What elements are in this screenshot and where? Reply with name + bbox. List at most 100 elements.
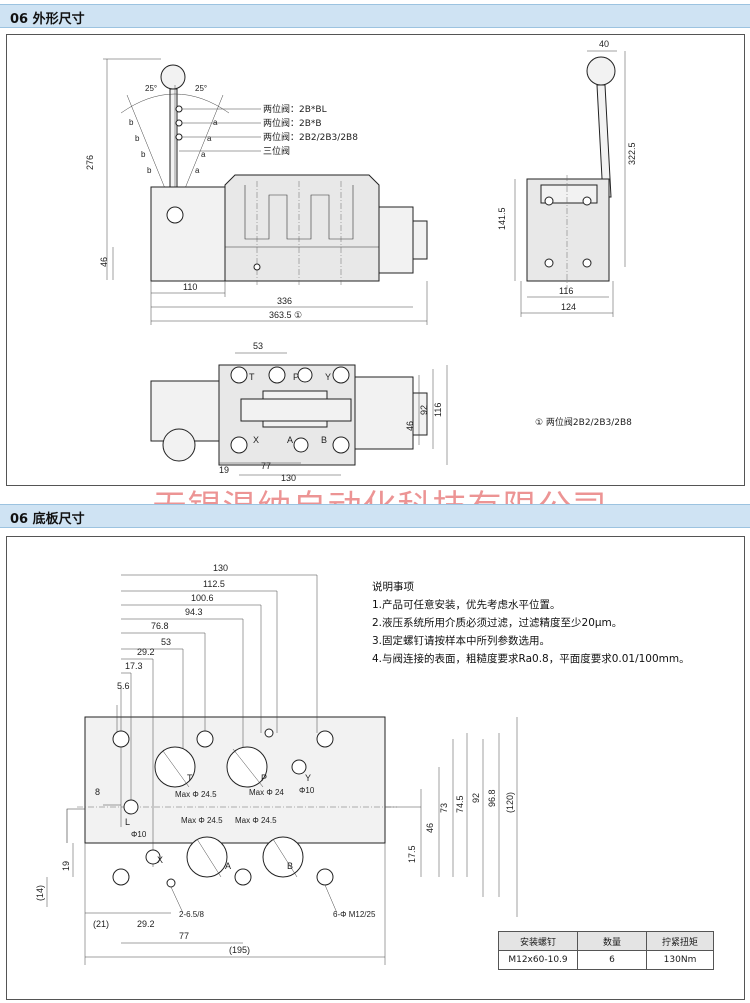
label-holes-6: 6-Φ M12/25 <box>333 910 376 919</box>
dim-top-1125: 112.5 <box>203 579 225 589</box>
label-a4: a <box>195 166 200 175</box>
label-b4: b <box>147 166 152 175</box>
dim-top-56: 5.6 <box>117 681 130 691</box>
mount-hole-3 <box>316 730 334 748</box>
valve-body-front <box>224 174 380 282</box>
dim-116-top: 116 <box>433 403 443 417</box>
port-y-top: Y <box>325 372 331 382</box>
dim-336: 336 <box>277 296 292 306</box>
label-p: P <box>261 773 267 783</box>
label-holes-2: 2-6.5/8 <box>179 910 204 919</box>
dim-77: 77 <box>261 461 271 471</box>
bolt-spec-table: 安装螺钉 数量 拧紧扭矩 M12x60-10.9 6 130Nm <box>498 931 714 970</box>
label-b2: b <box>135 134 140 143</box>
subplate-drawing: 130 112.5 100.6 94.3 76.8 53 29.2 17.3 5… <box>35 563 518 965</box>
dim-top-943: 94.3 <box>185 607 203 617</box>
note-2: 2.液压系统所用介质必须过滤，过滤精度至少20μm。 <box>372 617 623 629</box>
label-y: Y <box>305 773 311 783</box>
label-t: T <box>187 773 193 783</box>
label-b: B <box>287 861 293 871</box>
table-header-bolt: 安装螺钉 <box>498 931 578 951</box>
dim-right-92: 92 <box>471 793 481 803</box>
lever-housing-front <box>150 186 226 282</box>
label-l: L <box>125 817 130 827</box>
dim-bottom-77: 77 <box>179 931 189 941</box>
notes-title: 说明事项 <box>372 581 414 593</box>
lever-housing-top <box>150 380 230 442</box>
label-max-b: Max Φ 24.5 <box>235 816 277 825</box>
end-cap-top <box>354 376 414 450</box>
dim-top-130: 130 <box>213 563 228 573</box>
port-b-top: B <box>321 435 327 445</box>
dim-40: 40 <box>599 39 609 49</box>
dim-19: 19 <box>219 465 229 475</box>
dim-right-73: 73 <box>439 803 449 813</box>
port-x <box>145 849 161 865</box>
port-p-top: P <box>293 372 299 382</box>
port-b <box>262 836 304 878</box>
note-1: 1.产品可任意安装，优先考虑水平位置。 <box>372 599 561 611</box>
table-header-qty: 数量 <box>577 931 647 951</box>
port-y <box>291 759 307 775</box>
dim-3635: 363.5 ① <box>269 310 302 320</box>
table-header-row: 安装螺钉 数量 拧紧扭矩 <box>498 931 714 951</box>
dim-92-top: 92 <box>419 405 429 415</box>
label-max-p: Max Φ 24 <box>249 788 284 797</box>
dim-right-968: 96.8 <box>487 789 497 807</box>
section-header-subplate: 06 底板尺寸 <box>0 504 750 528</box>
note-pos3: 两位阀：2B2/2B3/2B8 <box>263 131 358 143</box>
dim-1415: 141.5 <box>497 207 507 230</box>
label-a3: a <box>201 150 206 159</box>
port-l <box>123 799 139 815</box>
port-a-top: A <box>287 435 293 445</box>
label-max-t: Max Φ 24.5 <box>175 790 217 799</box>
label-b1: b <box>129 118 134 127</box>
dim-left-8: 8 <box>95 787 100 797</box>
table-cell-qty: 6 <box>577 950 647 970</box>
port-a <box>186 836 228 878</box>
dim-46: 46 <box>99 257 109 267</box>
mount-hole-4 <box>112 868 130 886</box>
port-t <box>154 746 196 788</box>
small-hole <box>264 728 274 738</box>
lever-knob-side <box>586 56 616 86</box>
dim-right-175: 17.5 <box>407 845 417 863</box>
dim-left-14: (14) <box>35 885 45 901</box>
note-pos1: 两位阀：2B*BL <box>263 103 327 115</box>
note-3: 3.固定螺钉请按样本中所列参数选用。 <box>372 635 551 647</box>
label-b3: b <box>141 150 146 159</box>
subplate-drawing-panel: 130 112.5 100.6 94.3 76.8 53 29.2 17.3 5… <box>6 536 745 1000</box>
pin-hole <box>166 878 176 888</box>
angle-left: 25° <box>145 84 157 93</box>
port-t-top: T <box>249 372 255 382</box>
table-row: M12x60-10.9 6 130Nm <box>498 950 714 970</box>
label-max-a: Max Φ 24.5 <box>181 816 223 825</box>
plug-front <box>412 220 428 260</box>
footnote-1: ① 两位阀2B2/2B3/2B8 <box>535 416 632 428</box>
note-pos4: 三位阀 <box>263 145 290 157</box>
mount-hole-6 <box>316 868 334 886</box>
label-a: A <box>225 861 231 871</box>
lever-knob-front <box>160 64 186 90</box>
dim-bottom-21: (21) <box>93 919 109 929</box>
dim-left-19: 19 <box>61 861 71 871</box>
mount-hole-2 <box>196 730 214 748</box>
section-title-dimensions: 06 外形尺寸 <box>10 12 85 27</box>
port-x-top: X <box>253 435 259 445</box>
section-title-subplate: 06 底板尺寸 <box>10 512 85 527</box>
lever-shaft-side <box>596 84 612 198</box>
mount-hole-1 <box>112 730 130 748</box>
table-cell-torque: 130Nm <box>646 950 714 970</box>
installation-notes: 说明事项 1.产品可任意安装，优先考虑水平位置。 2.液压系统所用介质必须过滤，… <box>372 578 690 668</box>
mount-hole-5 <box>234 868 252 886</box>
table-header-torque: 拧紧扭矩 <box>646 931 714 951</box>
dim-top-53: 53 <box>161 637 171 647</box>
dim-top-292: 29.2 <box>137 647 155 657</box>
label-phi10-y: Φ10 <box>299 786 315 795</box>
dim-bottom-292: 29.2 <box>137 919 155 929</box>
table-cell-bolt: M12x60-10.9 <box>498 950 578 970</box>
end-cap-front <box>378 206 414 274</box>
dim-124: 124 <box>561 302 576 312</box>
dim-right-745: 74.5 <box>455 795 465 813</box>
angle-right: 25° <box>195 84 207 93</box>
